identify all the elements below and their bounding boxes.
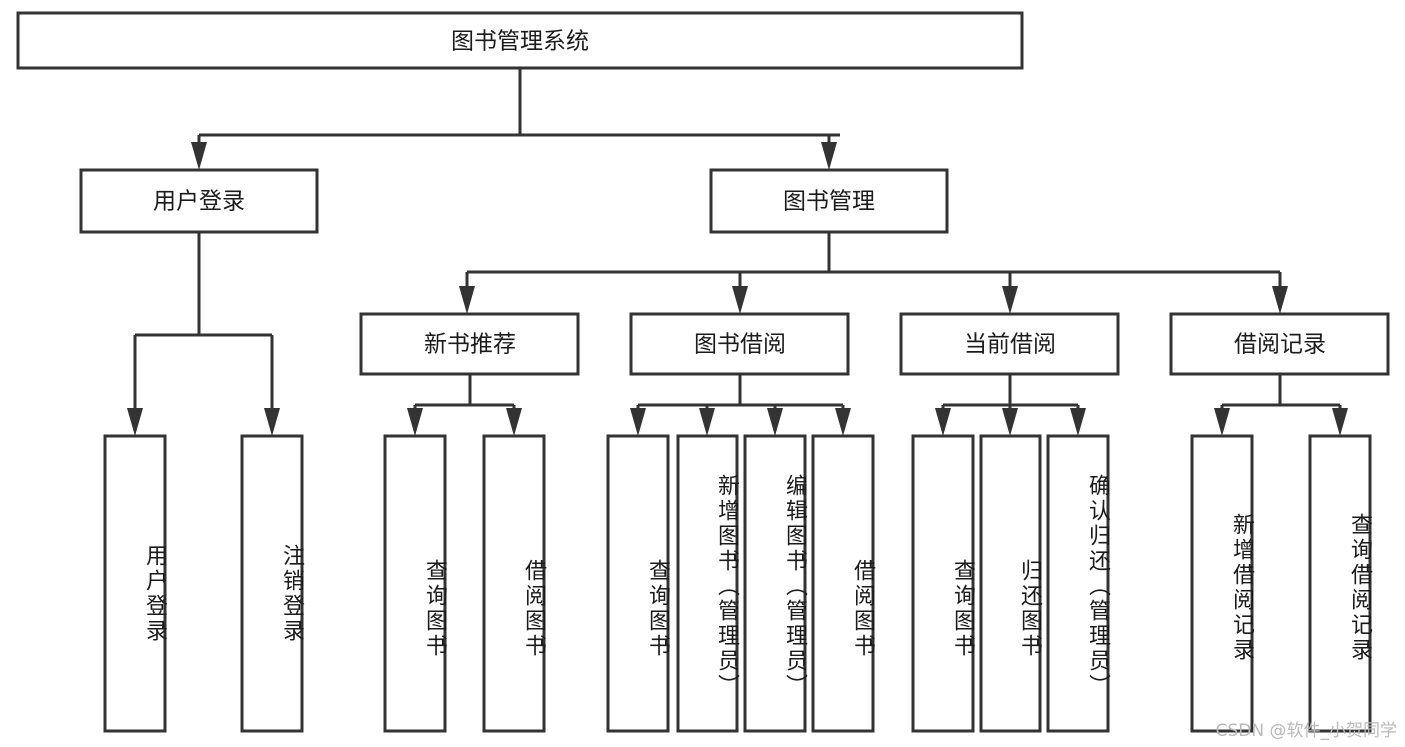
node-root-label: 图书管理系统 xyxy=(451,29,589,55)
arrow-head-icon xyxy=(935,408,951,436)
connector-book-borrow-to-leaves xyxy=(630,374,851,436)
node-book-borrow[interactable]: 图书借阅 xyxy=(629,312,850,376)
node-leaf-query-book-3-box[interactable] xyxy=(911,434,975,733)
arrow-head-icon xyxy=(1272,286,1288,314)
node-borrow-record-label: 借阅记录 xyxy=(1234,332,1326,358)
node-root-box[interactable] xyxy=(16,11,1024,70)
connector-new-book-recommend-to-leaves xyxy=(407,374,522,436)
arrow-head-icon xyxy=(767,408,783,436)
arrow-head-icon xyxy=(630,408,646,436)
arrow-head-icon xyxy=(1332,408,1348,436)
arrow-head-icon xyxy=(191,142,207,170)
node-user-login-box[interactable] xyxy=(79,168,319,234)
connector-user-login-to-leaves xyxy=(127,232,280,436)
node-current-borrow-label: 当前借阅 xyxy=(964,332,1056,358)
arrow-head-icon xyxy=(835,408,851,436)
node-book-borrow-label: 图书借阅 xyxy=(694,332,786,358)
node-leaf-add-book-box[interactable] xyxy=(676,434,739,733)
node-leaf-logout-login-box[interactable] xyxy=(240,434,304,733)
connector-borrow-record-to-leaves xyxy=(1214,374,1348,436)
arrow-head-icon xyxy=(732,286,748,314)
arrow-head-icon xyxy=(506,408,522,436)
node-leaf-add-record-box[interactable] xyxy=(1190,434,1254,733)
node-leaf-user-login-box[interactable] xyxy=(103,434,167,733)
arrow-head-icon xyxy=(459,286,475,314)
node-leaf-return-book-box[interactable] xyxy=(979,434,1042,733)
connector-book-manage-to-level3 xyxy=(459,232,1288,314)
node-current-borrow[interactable]: 当前借阅 xyxy=(899,312,1120,376)
arrow-head-icon xyxy=(264,408,280,436)
arrow-head-icon xyxy=(1070,408,1086,436)
node-leaf-edit-book-box[interactable] xyxy=(743,434,807,733)
node-book-manage[interactable]: 图书管理 xyxy=(709,168,949,234)
node-current-borrow-box[interactable] xyxy=(899,312,1120,376)
node-new-book-recommend[interactable]: 新书推荐 xyxy=(359,312,580,376)
node-leaf-confirm-return-box[interactable] xyxy=(1046,434,1110,733)
node-user-login-label: 用户登录 xyxy=(153,189,245,215)
node-leaf-borrow-book-1-box[interactable] xyxy=(482,434,546,733)
node-borrow-record[interactable]: 借阅记录 xyxy=(1169,312,1390,376)
node-new-book-recommend-box[interactable] xyxy=(359,312,580,376)
node-root[interactable]: 图书管理系统 xyxy=(16,11,1024,70)
arrow-head-icon xyxy=(1002,286,1018,314)
node-new-book-recommend-label: 新书推荐 xyxy=(424,332,516,358)
node-leaf-query-book-1-box[interactable] xyxy=(383,434,447,733)
connector-root-to-level2 xyxy=(191,68,840,170)
arrow-head-icon xyxy=(407,408,423,436)
arrow-head-icon xyxy=(821,142,837,170)
watermark-text: CSDN @软件_小贺同学 xyxy=(1215,721,1397,741)
node-leaf-query-record-box[interactable] xyxy=(1308,434,1372,733)
node-book-manage-label: 图书管理 xyxy=(783,189,875,215)
node-user-login[interactable]: 用户登录 xyxy=(79,168,319,234)
arrow-head-icon xyxy=(1002,408,1018,436)
node-leaf-query-book-2-box[interactable] xyxy=(606,434,670,733)
node-leaf-borrow-book-2-box[interactable] xyxy=(811,434,875,733)
arrow-head-icon xyxy=(127,408,143,436)
arrow-head-icon xyxy=(699,408,715,436)
arrow-head-icon xyxy=(1214,408,1230,436)
connector-current-borrow-to-leaves xyxy=(935,374,1086,436)
